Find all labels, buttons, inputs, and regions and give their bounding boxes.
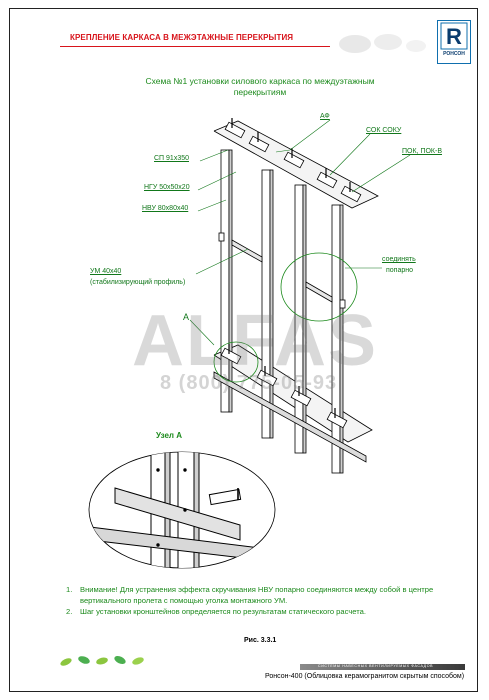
watermark-brand: ALFAS [132,301,379,381]
callout-sp: СП 91х350 [154,155,189,162]
node-a-detail-drawing [88,451,276,569]
header-underline [60,46,330,47]
brand-logo: R РОНСОН [437,20,471,64]
callout-ngu: НГУ 50х50х20 [144,184,190,191]
logo-letter: R [446,24,462,49]
ronson-logo-icon: R [440,22,468,50]
note-item: 2. Шаг установки кронштейнов определяетс… [66,606,466,617]
note-item: 1. Внимание! Для устранения эффекта скру… [66,584,466,606]
callout-um-note: (стабилизирующий профиль) [90,279,186,286]
callout-join-note: попарно [386,267,414,274]
note-number: 1. [66,585,73,594]
scheme-title-line-2: перекрытиям [233,87,287,97]
footer-caption: Ронсон-400 (Облицовка керамогранитом скр… [265,673,465,680]
watermark-phone: 8 (800) 775-05-93 [160,372,338,394]
notes-list: 1. Внимание! Для устранения эффекта скру… [66,584,466,617]
callout-um: УМ 40х40 [90,268,122,275]
footer-leaves-icon [60,656,144,666]
callout-nvu: НВУ 80х80х40 [142,205,189,212]
callout-sok: СОК СОКУ [366,127,402,134]
footer-band-text: СИСТЕМЫ НАВЕСНЫХ ВЕНТИЛИРУЕМЫХ ФАСАДОВ [318,664,434,668]
callout-af: АФ [320,113,330,120]
footer-band [300,664,465,670]
logo-text: РОНСОН [443,51,465,57]
page-border [9,8,478,692]
scheme-title: Схема №1 установки силового каркаса по м… [110,76,410,98]
callout-pok: ПОК, ПОК-В [402,148,442,155]
note-number: 2. [66,607,73,616]
note-text: Внимание! Для устранения эффекта скручив… [80,585,434,605]
header-title: КРЕПЛЕНИЕ КАРКАСА В МЕЖЭТАЖНЫЕ ПЕРЕКРЫТИ… [70,33,294,42]
node-a-title: Узел А [156,431,182,440]
callout-node-a-marker: А [183,312,190,322]
scheme-title-line-1: Схема №1 установки силового каркаса по м… [145,76,375,86]
callout-join: соединять [382,256,416,263]
figure-label: Рис. 3.3.1 [244,637,277,644]
note-text: Шаг установки кронштейнов определяется п… [80,607,366,616]
header-decoration-icon [339,34,426,53]
